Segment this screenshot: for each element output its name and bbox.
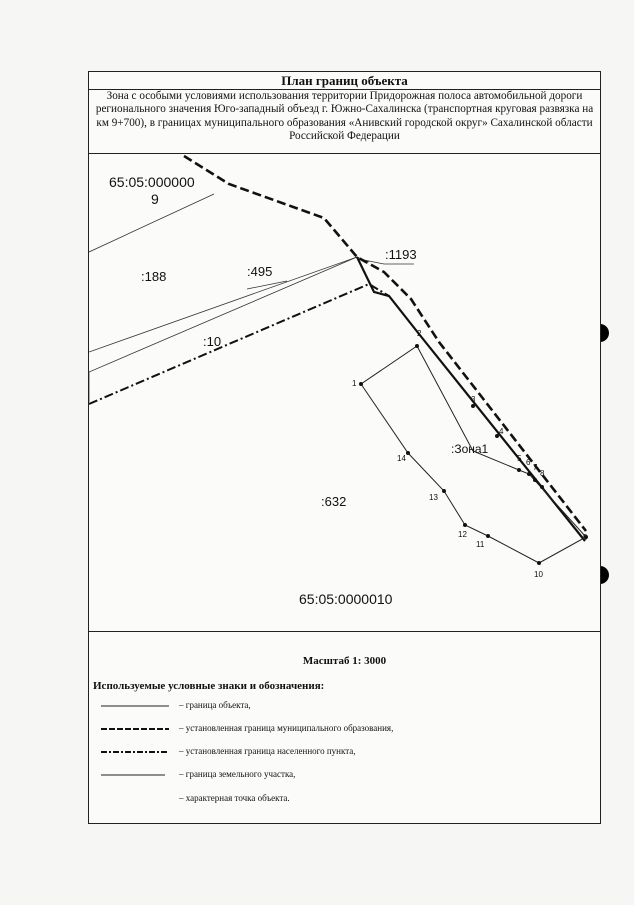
zone-polygon [360, 345, 587, 564]
point-9 [584, 535, 588, 539]
page-subtitle: Зона с особыми условиями использования т… [95, 90, 594, 143]
settlement-boundary-line [89, 282, 390, 405]
point-label-8: 8 [540, 469, 545, 478]
page-title: План границ объекта [281, 73, 408, 88]
legend-text-object-boundary: – граница объекта, [179, 700, 251, 710]
quarter-label-top: 65:05:000000 [109, 174, 195, 190]
point-11 [486, 534, 490, 538]
point-13 [442, 489, 446, 493]
point-3 [471, 404, 475, 408]
point-label-4: 4 [499, 427, 504, 436]
point-label-1: 1 [352, 379, 357, 388]
point-label-10: 10 [534, 570, 543, 579]
plot-line-495-lower [89, 256, 358, 373]
point-12 [463, 523, 467, 527]
quarter-label-top-suffix: 9 [151, 191, 159, 207]
point-label-5: 5 [517, 454, 522, 463]
point-label-7: 7 [533, 463, 538, 472]
legend-text-land-plot-boundary: – граница земельного участка, [179, 769, 296, 779]
point-1 [359, 382, 363, 386]
parcel-label-188: :188 [141, 269, 166, 284]
plot-line-188-top [89, 193, 215, 253]
point-label-9: 9 [583, 533, 588, 542]
point-label-11: 11 [476, 540, 485, 549]
map-frame: 1 2 3 4 5 6 7 8 9 10 11 12 13 14 65:05:0… [89, 153, 600, 632]
map-scale: Масштаб 1: 3000 [302, 655, 387, 667]
point-label-12: 12 [458, 530, 467, 539]
point-7 [533, 478, 537, 482]
point-8 [540, 485, 544, 489]
point-label-3: 3 [471, 395, 476, 404]
municipal-boundary-line [183, 154, 588, 532]
legend-text-characteristic-point: – характерная точка объекта. [179, 793, 290, 803]
zone-label: :Зона1 [451, 442, 489, 456]
parcel-label-495: :495 [247, 264, 272, 279]
point-10 [537, 561, 541, 565]
point-label-6: 6 [526, 458, 531, 467]
plot-line-495-upper [89, 256, 370, 353]
point-label-14: 14 [397, 454, 406, 463]
parcel-label-632: :632 [321, 494, 346, 509]
point-2 [415, 344, 419, 348]
point-5 [517, 468, 521, 472]
point-4 [495, 434, 499, 438]
boundary-map: 1 2 3 4 5 6 7 8 9 10 11 12 13 14 65:05:0… [89, 154, 588, 607]
point-14 [406, 451, 410, 455]
point-label-2: 2 [417, 329, 422, 338]
parcel-label-1193: :1193 [385, 247, 417, 262]
point-label-13: 13 [429, 493, 438, 502]
legend-text-settlement-boundary: – установленная граница населенного пунк… [179, 746, 356, 756]
legend-title: Используемые условные знаки и обозначени… [93, 680, 325, 692]
plot-line-1193 [358, 258, 414, 265]
point-6 [527, 472, 531, 476]
legend-text-municipal-boundary: – установленная граница муниципального о… [179, 723, 394, 733]
plot-line-188-495 [246, 280, 288, 290]
quarter-label-bottom: 65:05:0000010 [299, 591, 393, 607]
parcel-label-10: :10 [203, 334, 221, 349]
title-box: План границ объекта [89, 72, 600, 90]
plan-sheet: План границ объекта Зона с особыми услов… [88, 71, 601, 824]
